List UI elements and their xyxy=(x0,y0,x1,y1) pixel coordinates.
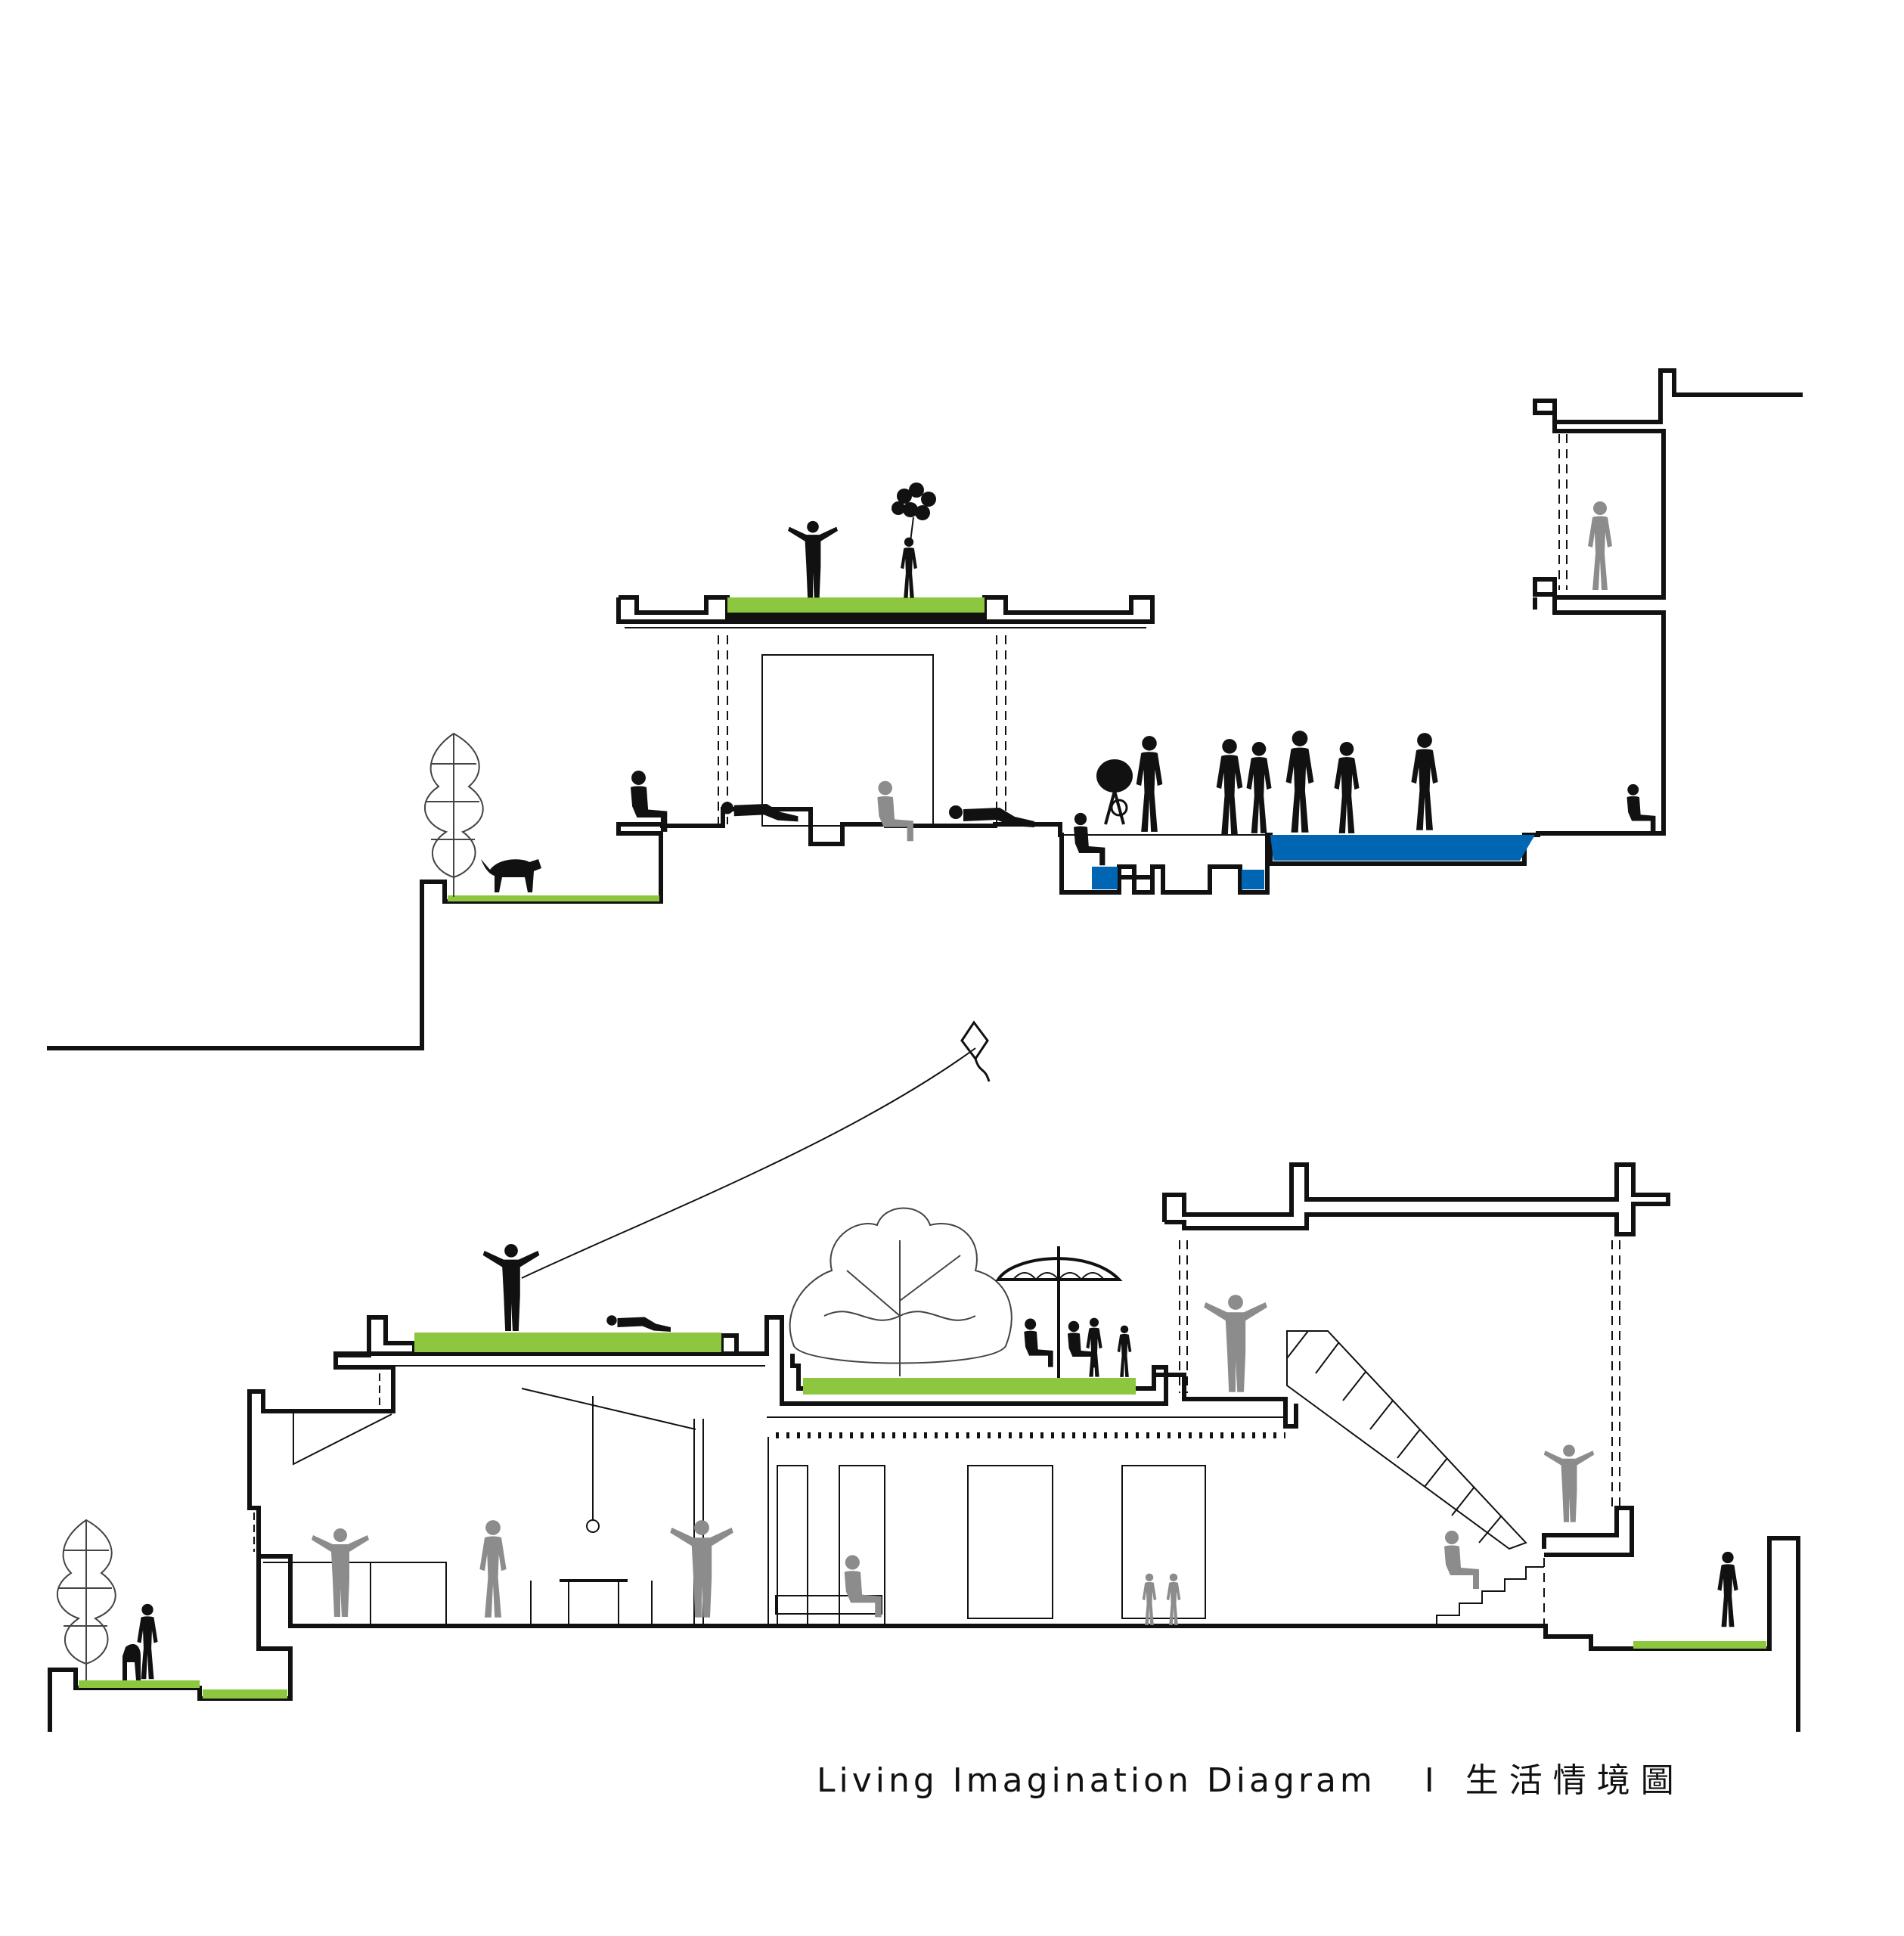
stair-hatch xyxy=(1397,1429,1421,1459)
lower-door-2 xyxy=(839,1465,885,1627)
lower-left-grass-b xyxy=(203,1689,287,1699)
upper-opening-frame xyxy=(761,654,934,827)
upper-ground-line xyxy=(47,807,1064,1050)
person-icon xyxy=(1166,1573,1181,1625)
lower-right-landing xyxy=(1542,1506,1634,1557)
kite-icon xyxy=(960,1020,991,1082)
upper-grass xyxy=(448,597,985,901)
caption-separator: I xyxy=(1424,1761,1438,1800)
upper-small-pool-water-left xyxy=(1092,867,1118,889)
caption-title-zh: 生活情境圖 xyxy=(1465,1761,1685,1800)
person-icon xyxy=(901,537,917,598)
umbrella-icon xyxy=(995,1246,1123,1378)
person-icon xyxy=(479,1520,507,1618)
person-icon xyxy=(1204,1295,1267,1392)
balloons-icon xyxy=(892,482,936,542)
person-icon xyxy=(788,520,838,598)
lower-beam-line xyxy=(521,1388,696,1430)
person-icon xyxy=(877,780,913,842)
lower-courtyard-edge xyxy=(1152,1373,1298,1429)
lower-door-3 xyxy=(967,1465,1053,1619)
person-icon xyxy=(670,1520,733,1618)
lower-thin-lines xyxy=(253,1047,1620,1627)
person-icon xyxy=(1285,731,1314,833)
upper-section xyxy=(47,368,1803,1050)
stair-hatch xyxy=(1451,1486,1475,1516)
dog-icon xyxy=(122,1644,141,1680)
person-icon xyxy=(312,1528,369,1617)
person-icon xyxy=(1246,742,1272,833)
person-icon xyxy=(1074,812,1105,866)
person-icon xyxy=(1588,501,1612,590)
person-icon xyxy=(844,1555,882,1618)
kitchen-counter xyxy=(263,1562,371,1626)
lower-right-block xyxy=(1162,1162,1670,1236)
lower-roof-grass xyxy=(414,1333,721,1352)
upper-small-pool-water-right xyxy=(1242,870,1264,889)
upper-pool-walls xyxy=(1059,368,1803,895)
upper-water xyxy=(1092,835,1535,889)
person-icon xyxy=(1216,739,1243,835)
upper-roof-grass xyxy=(727,597,985,613)
upper-people-grey xyxy=(877,501,1612,842)
upper-people xyxy=(631,520,1656,866)
person-icon xyxy=(1142,1573,1157,1625)
grill-icon xyxy=(1096,759,1133,825)
person-icon xyxy=(1626,783,1656,833)
person-icon xyxy=(606,1315,671,1332)
person-icon xyxy=(1543,1444,1595,1522)
person-icon xyxy=(1136,736,1163,832)
lower-right-grass xyxy=(1633,1641,1766,1649)
tree-icon xyxy=(423,732,484,897)
upper-garden-grass xyxy=(448,895,659,901)
lower-canopy xyxy=(293,1411,392,1466)
stair-stringer xyxy=(1286,1330,1527,1550)
pendant-lamp-icon xyxy=(586,1519,600,1533)
lower-roof-slab xyxy=(333,1315,739,1367)
kitchen-island xyxy=(367,1562,447,1626)
person-icon xyxy=(1086,1317,1102,1377)
upper-thin-lines xyxy=(625,434,1568,836)
lower-door-4 xyxy=(1121,1465,1206,1619)
lower-section xyxy=(48,1162,1800,1732)
person-icon xyxy=(1717,1551,1738,1627)
person-icon xyxy=(1117,1325,1132,1377)
person-icon xyxy=(482,1243,540,1332)
trees xyxy=(56,732,1012,1680)
person-icon xyxy=(721,802,799,822)
lower-door-1 xyxy=(777,1465,808,1627)
lower-left-grass-a xyxy=(79,1680,200,1688)
caption-title: Living Imagination Diagram xyxy=(817,1761,1376,1800)
lower-grass xyxy=(79,1333,1766,1699)
kite-string xyxy=(521,1047,976,1279)
stair-hatch xyxy=(1424,1457,1448,1488)
lower-people xyxy=(137,1243,1738,1680)
stair-hatch xyxy=(1315,1342,1339,1374)
lower-courtyard-grass xyxy=(803,1378,1136,1395)
person-icon xyxy=(1444,1531,1479,1589)
person-icon xyxy=(1024,1318,1053,1367)
lower-stair-steps xyxy=(1436,1566,1544,1626)
stair-hatch xyxy=(1369,1400,1394,1430)
tree-icon xyxy=(789,1207,1012,1376)
lower-bench xyxy=(775,1595,882,1615)
dog-icon xyxy=(481,859,541,892)
stair-hatch xyxy=(1342,1371,1366,1401)
upper-pool-water xyxy=(1270,835,1535,861)
diagram-caption: Living Imagination Diagram I 生活情境圖 xyxy=(817,1753,1724,1813)
person-icon xyxy=(1411,733,1438,830)
stair-hatch xyxy=(1478,1515,1502,1544)
person-icon xyxy=(1334,742,1360,833)
stair-hatch xyxy=(1286,1330,1309,1359)
tree-icon xyxy=(56,1519,116,1680)
